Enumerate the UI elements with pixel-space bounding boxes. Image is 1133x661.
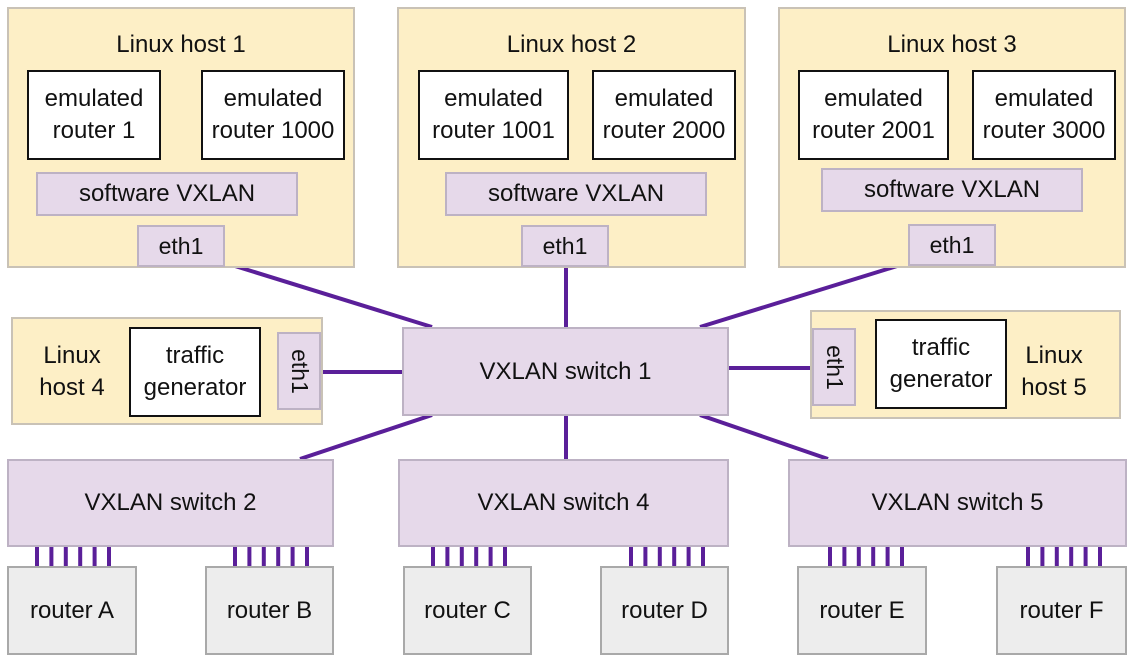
host-4-label: Linux host 4 [39,342,105,401]
emulated-router-2000: emulated router 2000 [592,70,736,160]
software-vxlan-1: software VXLAN [36,172,298,216]
vxlan-switch-1: VXLAN switch 1 [402,327,729,416]
vxlan-switch-5: VXLAN switch 5 [788,459,1127,547]
host-title: Linux host 2 [506,31,637,58]
host-title: Linux host 3 [887,31,1017,58]
eth1-host-5: eth1 [812,328,856,406]
emulated-router-2001: emulated router 2001 [798,70,949,160]
router-c: router C [403,566,532,655]
eth1-host-1: eth1 [137,225,225,267]
traffic-generator-host-5: traffic generator [875,319,1007,409]
router-port-links [35,547,1102,566]
emulated-router-1000: emulated router 1000 [201,70,345,160]
software-vxlan-3: software VXLAN [821,168,1083,212]
router-a: router A [7,566,137,655]
link-host1-switch1 [221,260,433,329]
eth1-host-2: eth1 [521,225,609,267]
emulated-router-1001: emulated router 1001 [418,70,569,160]
router-e: router E [797,566,927,655]
emulated-router-1: emulated router 1 [27,70,161,160]
traffic-generator-host-4: traffic generator [129,327,261,417]
eth-label: eth1 [286,348,313,394]
eth-label: eth1 [821,344,848,390]
emulated-router-3000: emulated router 3000 [972,70,1116,160]
link-switch1-switch5 [699,413,829,461]
software-vxlan-2: software VXLAN [445,172,707,216]
vxlan-switch-2: VXLAN switch 2 [7,459,334,547]
eth1-host-3: eth1 [908,224,996,266]
router-b: router B [205,566,334,655]
router-d: router D [600,566,729,655]
host-5-label: Linux host 5 [1021,342,1087,401]
link-host3-switch1 [699,260,911,329]
eth1-host-4: eth1 [277,332,321,410]
host-title: Linux host 1 [116,31,246,58]
router-f: router F [996,566,1127,655]
vxlan-switch-4: VXLAN switch 4 [398,459,729,547]
link-switch1-switch2 [299,413,433,461]
